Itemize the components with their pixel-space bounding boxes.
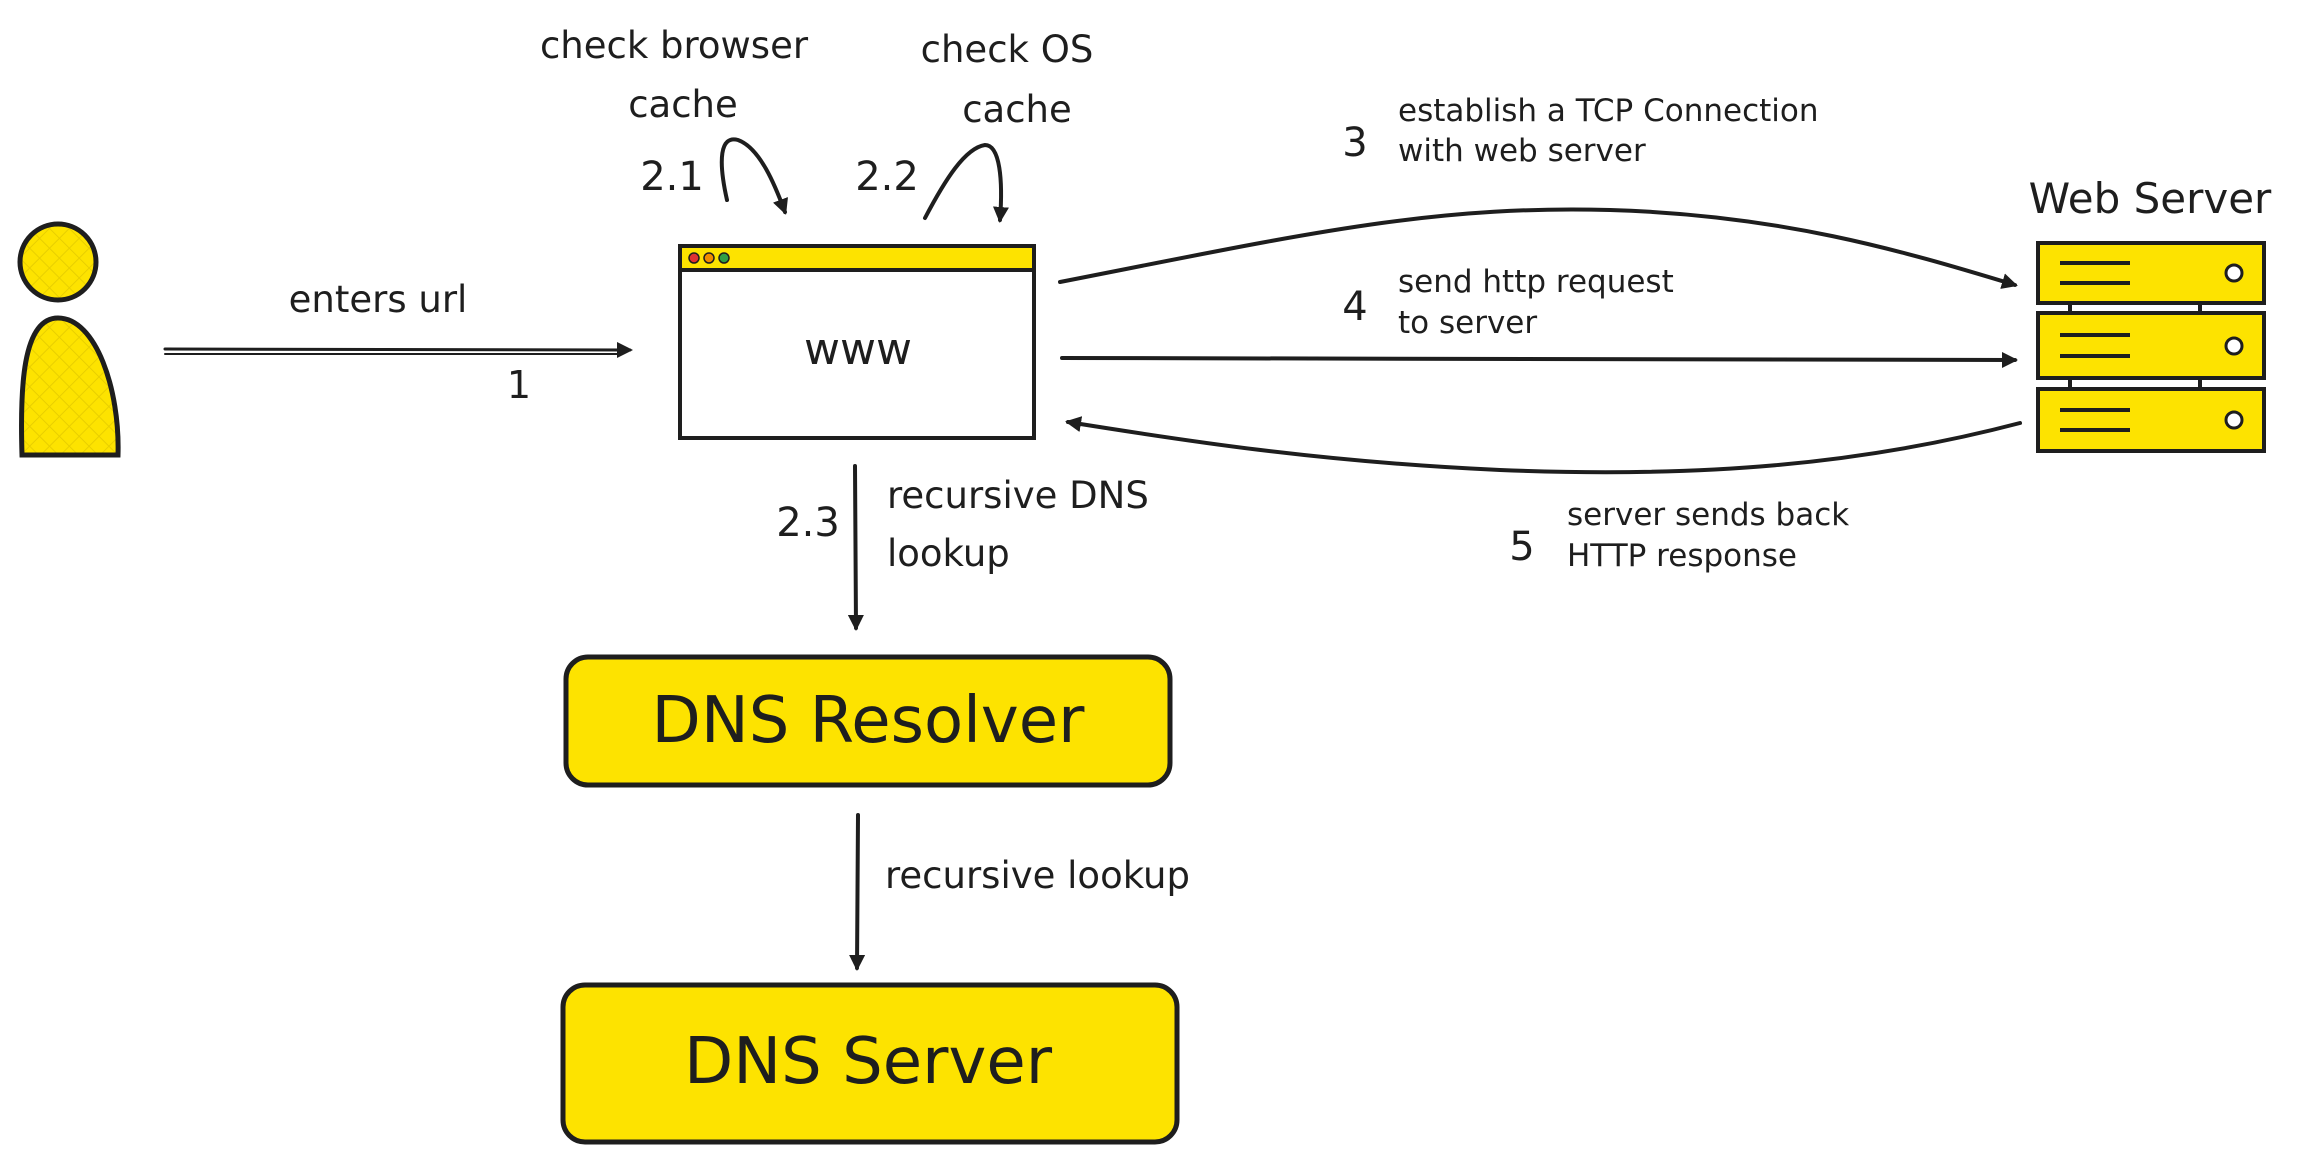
- person-icon: [17, 221, 121, 458]
- tcp-connection-label-1: establish a TCP Connection: [1398, 93, 1819, 129]
- step-5-number: 5: [1509, 524, 1534, 570]
- step-2-3-number: 2.3: [776, 500, 840, 546]
- check-browser-cache-label-1: check browser: [540, 24, 809, 67]
- os-cache-loop-arrow: [923, 143, 1009, 223]
- dns-lookup-arrow: [847, 464, 864, 631]
- http-request-label-2: to server: [1398, 305, 1537, 341]
- step-1-number: 1: [507, 363, 531, 407]
- step-2-1-number: 2.1: [640, 154, 704, 200]
- web-server-title: Web Server: [2029, 174, 2272, 223]
- dns-server-label: DNS Server: [684, 1025, 1053, 1099]
- browser-www-label: www: [804, 324, 912, 375]
- enters-url-label: enters url: [289, 278, 468, 321]
- check-browser-cache-label-2: cache: [628, 83, 738, 126]
- recursive-lookup-label: recursive lookup: [885, 854, 1190, 897]
- tcp-connection-arrow: [1058, 207, 2018, 289]
- tcp-connection-label-2: with web server: [1398, 133, 1646, 169]
- recursive-dns-lookup-label-2: lookup: [887, 532, 1010, 575]
- step-3-number: 3: [1342, 120, 1367, 166]
- http-response-arrow: [1065, 416, 2022, 475]
- step-2-2-number: 2.2: [855, 154, 919, 200]
- check-os-cache-label-1: check OS: [921, 28, 1094, 71]
- dns-resolver-label: DNS Resolver: [652, 684, 1086, 758]
- http-response-label-2: HTTP response: [1567, 538, 1797, 574]
- dns-server-box: [560, 982, 1180, 1145]
- server-rack-icon: [2036, 241, 2266, 453]
- http-request-label-1: send http request: [1398, 264, 1674, 300]
- recursive-dns-lookup-label-1: recursive DNS: [887, 474, 1149, 517]
- recursive-lookup-arrow: [849, 813, 866, 971]
- http-response-label-1: server sends back: [1567, 497, 1849, 533]
- browser-window-icon: [678, 244, 1036, 440]
- browser-cache-loop-arrow: [719, 137, 788, 215]
- step-4-number: 4: [1342, 284, 1367, 330]
- http-request-arrow: [1060, 351, 2018, 368]
- dns-resolver-box: [563, 654, 1173, 788]
- check-os-cache-label-2: cache: [962, 88, 1072, 131]
- enters-url-arrow: [163, 341, 633, 358]
